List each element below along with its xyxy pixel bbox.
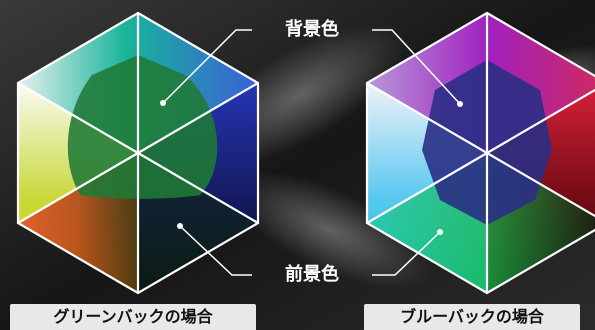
leader-fg-left [179,225,252,276]
leader-bg-left [162,29,252,104]
label-background-color: 背景色 [285,18,339,40]
leader-lines [162,29,461,276]
leader-bg-right [372,29,461,105]
cube-edges [365,11,595,295]
caption-green-back: グリーンバックの場合 [10,304,256,330]
label-foreground-color: 前景色 [285,263,339,285]
blue-back-color-cube [365,11,595,295]
green-back-color-cube [16,11,260,295]
leader-fg-right [372,231,441,276]
cube-edges [16,11,260,295]
caption-blue-back: ブルーバックの場合 [364,304,580,330]
background-color-region [67,55,218,199]
fabric-fold [228,171,432,289]
